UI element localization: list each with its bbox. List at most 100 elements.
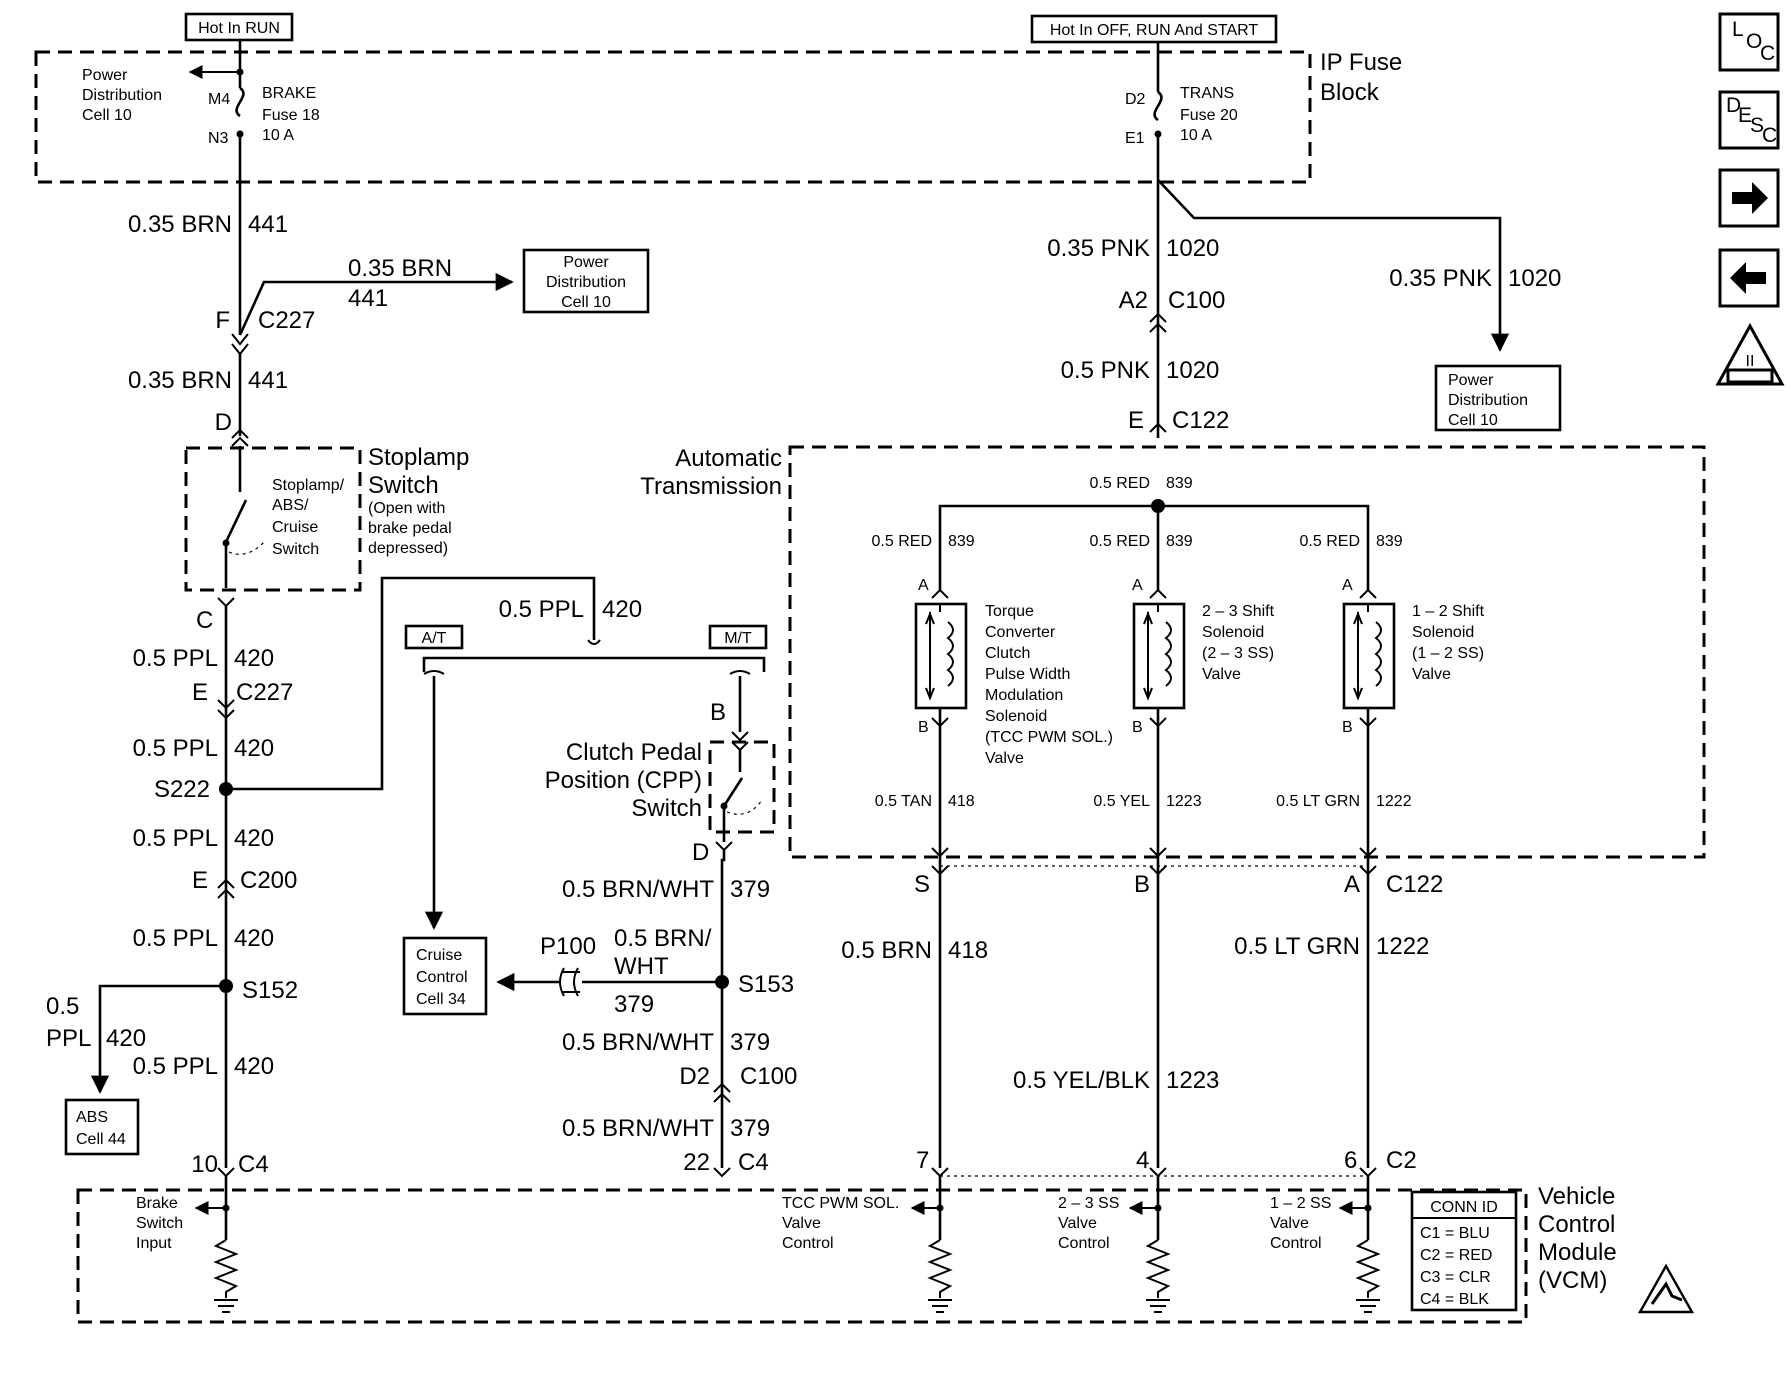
ss12-out-num: 1222 <box>1376 793 1412 810</box>
c200-label: C200 <box>240 867 297 894</box>
branch-wire-2: WHT <box>614 953 669 980</box>
pd-box-left-1: Power <box>563 254 609 271</box>
c100-mid-pin: D2 <box>679 1063 710 1090</box>
pd-top-left-3: Cell 10 <box>82 107 132 124</box>
c122-bottom-label: C122 <box>1386 871 1443 898</box>
wire-379-b-num: 379 <box>730 1029 770 1056</box>
c200-connector <box>217 878 235 899</box>
cpp-blade <box>722 777 744 807</box>
brake-input-2: Switch <box>136 1215 183 1232</box>
auto-trans-2: Transmission <box>640 473 782 500</box>
stoplamp-inner-4: Switch <box>272 541 319 558</box>
red-main-num: 839 <box>1166 475 1193 492</box>
pd-box-left-2: Distribution <box>546 274 626 291</box>
right-circuit: 0.35 PNK 1020 0.35 PNK 1020 Power Distri… <box>640 134 1706 1178</box>
vcm-tcc-resistor <box>927 1239 953 1298</box>
right-arrow-icon <box>1732 182 1768 214</box>
ss12-solenoid-body <box>1342 602 1396 710</box>
vcm-title-2: Control <box>1538 1211 1615 1238</box>
ss12-red-num: 839 <box>1376 533 1403 550</box>
c227-connector <box>231 333 249 356</box>
pd-box-right-2: Distribution <box>1448 392 1528 409</box>
tcc-c2-connector <box>931 1167 949 1178</box>
wire-1020-a-label: 0.35 PNK <box>1047 235 1150 262</box>
obd-mark: II <box>1746 353 1755 370</box>
abs-box <box>64 1098 140 1156</box>
c100-right-pin: A2 <box>1119 287 1148 314</box>
p100-connector <box>559 967 580 997</box>
ss23-c2-connector <box>1149 1167 1167 1178</box>
next-button[interactable] <box>1718 168 1780 228</box>
ss23-text-4: Valve <box>1202 666 1241 683</box>
wire-420-d-num: 420 <box>234 925 274 952</box>
c227b-label: C227 <box>236 679 293 706</box>
ip-fuse-block-label-1: IP Fuse <box>1320 49 1402 76</box>
solenoid-1-2: 0.5 RED 839 A B 1 – 2 Shift Solenoid (1 … <box>1234 533 1485 1178</box>
ss12-red-label: 0.5 RED <box>1300 533 1360 550</box>
ss23-red-label: 0.5 RED <box>1090 533 1150 550</box>
loc-button[interactable]: L O C <box>1718 12 1780 72</box>
c122-top-label: C122 <box>1172 407 1229 434</box>
tcc-coil-arrows <box>925 611 935 701</box>
obd-button[interactable]: II OBD II <box>1715 322 1785 386</box>
esd-warning-icon <box>1637 1263 1695 1314</box>
c4-mid-connector <box>713 1167 731 1178</box>
trans-fuse-line-1: TRANS <box>1180 85 1234 102</box>
ss23-solenoid-body <box>1132 602 1186 710</box>
tcc-text-3: Clutch <box>985 645 1030 662</box>
stoplamp-inner-3: Cruise <box>272 519 318 536</box>
abs-wire-2: PPL <box>46 1025 91 1052</box>
wire-1020-branch <box>1157 179 1510 352</box>
brake-fuse-symbol <box>235 86 245 118</box>
wire-379-c-label: 0.5 BRN/WHT <box>562 1115 714 1142</box>
trans-fuse-pin-top: D2 <box>1125 91 1146 108</box>
brake-fuse-node <box>236 68 244 76</box>
prev-button[interactable] <box>1718 248 1780 308</box>
vcm-outline <box>76 1188 1528 1324</box>
desc-button[interactable]: D E S C <box>1718 90 1780 150</box>
brake-fuse-line-1: BRAKE <box>262 85 316 102</box>
wire-379-a-label: 0.5 BRN/WHT <box>562 876 714 903</box>
conn-id-table <box>1410 1190 1518 1312</box>
branch-wire-num: 441 <box>348 285 388 312</box>
stoplamp-switch-outline <box>184 446 362 592</box>
c4-mid-label: C4 <box>738 1149 769 1176</box>
tcc-out-num: 418 <box>948 793 975 810</box>
stoplamp-inner-2: ABS/ <box>272 497 309 514</box>
tcc-c2-pin: 7 <box>916 1147 929 1174</box>
at-branch-cap <box>423 670 445 675</box>
branch-wire-label: 0.35 BRN <box>348 255 452 282</box>
vcm-ss23-3: Control <box>1058 1235 1110 1252</box>
at-box <box>404 624 464 650</box>
stoplamp-switch-linkage <box>228 539 267 555</box>
wire-420-e-label: 0.5 PPL <box>133 1053 218 1080</box>
pd-box-right-3: Cell 10 <box>1448 412 1498 429</box>
c227-label: C227 <box>258 307 315 334</box>
pd-box-right <box>1434 364 1562 432</box>
vcm-ss12-1: 1 – 2 SS <box>1270 1195 1331 1212</box>
ss12-c2-pin: 6 <box>1344 1147 1357 1174</box>
ss12-long-label: 0.5 LT GRN <box>1234 933 1360 960</box>
cpp-pin-b: B <box>710 699 726 726</box>
esd-hand-icon <box>1650 1281 1683 1305</box>
c2-label: C2 <box>1386 1147 1417 1174</box>
loc-c: C <box>1760 42 1775 65</box>
wire-441b-label: 0.35 BRN <box>128 367 232 394</box>
vcm-brake-resistor <box>213 1239 239 1298</box>
wire-839-bus <box>938 504 1370 590</box>
ss23-pin-a: A <box>1132 577 1143 594</box>
branch-wire-1: 0.5 BRN/ <box>614 925 712 952</box>
cpp-linkage <box>726 799 763 815</box>
stoplamp-connector-top <box>231 428 249 447</box>
ppl-wire-label: 0.5 PPL <box>499 596 584 623</box>
brake-fuse-pin-top: M4 <box>208 91 230 108</box>
hot-in-run-label: Hot In RUN <box>198 20 280 37</box>
ss23-long-label: 0.5 YEL/BLK <box>1013 1067 1150 1094</box>
mid-circuit: 0.5 PPL 420 A/T M/T Cruise Control Cell … <box>402 596 797 1178</box>
brake-input-1: Brake <box>136 1195 178 1212</box>
ss12-c2-connector <box>1359 1167 1377 1178</box>
vcm-ss12-resistor <box>1355 1239 1381 1298</box>
vcm-ss23-node <box>1154 1204 1162 1212</box>
ss23-c122-pin: B <box>1134 871 1150 898</box>
mt-label: M/T <box>724 630 752 647</box>
